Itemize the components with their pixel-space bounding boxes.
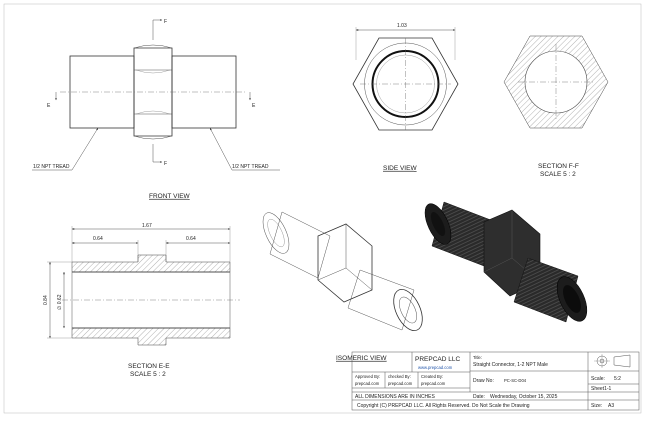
isometric-shaded-view <box>424 201 588 323</box>
side-view: 1.03 SIDE VIEW <box>352 23 459 172</box>
section-f-mark-bottom: F <box>164 161 167 167</box>
copyright-note: Copyright (C) PREPCAD LLC. All Rights Re… <box>357 403 530 409</box>
size-label: Size: <box>591 403 602 409</box>
side-view-title: SIDE VIEW <box>383 165 417 172</box>
scale-value: 5:2 <box>614 376 621 382</box>
sheet-number: Sheet1-1 <box>591 386 612 392</box>
company-name: PREPCAD LLC <box>415 356 460 363</box>
approved-by-label: Approved By: <box>355 374 380 379</box>
section-ee-left-length: 0.64 <box>93 236 103 242</box>
company-website: www.prepcad.com <box>418 365 453 370</box>
thread-callout-right: 1/2 NPT TREAD <box>232 164 269 170</box>
section-ee-title: SECTION E-E <box>128 363 170 370</box>
units-note: ALL DIMENSIONS ARE IN INCHES <box>355 394 435 400</box>
section-e-mark-right: E <box>252 103 256 109</box>
created-by-value: prepcad.com <box>421 381 446 386</box>
draw-no-value: PC-SC-D04 <box>504 378 527 383</box>
size-value: A3 <box>608 403 614 409</box>
thread-callout-left: 1/2 NPT TREAD <box>33 164 70 170</box>
draw-no-label: Draw No: <box>473 378 494 384</box>
front-view-title: FRONT VIEW <box>149 193 191 200</box>
isometric-line-view: ISOMERIC VIEW <box>262 211 423 362</box>
section-ff-scale: SCALE 5 : 2 <box>540 171 576 178</box>
side-view-width-dim: 1.03 <box>397 23 407 29</box>
section-ee-outer-dim: 0.84 <box>43 295 49 305</box>
isometric-view-title: ISOMERIC VIEW <box>336 355 387 362</box>
front-view: F F E E 1/2 NPT TREAD 1/2 NPT TREAD FRON… <box>32 19 280 200</box>
checked-by-label: checked By: <box>388 374 411 379</box>
created-by-label: Created By: <box>421 374 443 379</box>
title-value: Straight Connector, 1-2 NPT Male <box>473 362 548 368</box>
section-ee-overall-length: 1.67 <box>142 223 152 229</box>
section-ee: 1.67 0.64 0.64 0.84 ∅ 0.62 SECTION E-E S… <box>43 223 240 378</box>
projection-symbol-icon <box>594 354 631 368</box>
section-ee-inner-dim: ∅ 0.62 <box>57 294 63 310</box>
section-ee-scale: SCALE 5 : 2 <box>130 371 166 378</box>
checked-by-value: prepcad.com <box>388 381 413 386</box>
date-value: Wednesday, October 15, 2025 <box>490 394 558 400</box>
date-label: Date: <box>473 394 485 400</box>
section-f-mark-top: F <box>164 19 167 25</box>
title-block: PREPCAD LLC www.prepcad.com Title: Strai… <box>351 351 640 411</box>
sheet-border <box>3 3 642 414</box>
scale-label: Scale: <box>591 376 605 382</box>
section-e-mark-left: E <box>47 103 51 109</box>
section-ee-right-length: 0.64 <box>186 236 196 242</box>
approved-by-value: prepcad.com <box>355 381 380 386</box>
section-ff-title: SECTION F-F <box>538 163 579 170</box>
section-ff: SECTION F-F SCALE 5 : 2 <box>503 35 609 178</box>
title-label: Title: <box>473 355 482 360</box>
